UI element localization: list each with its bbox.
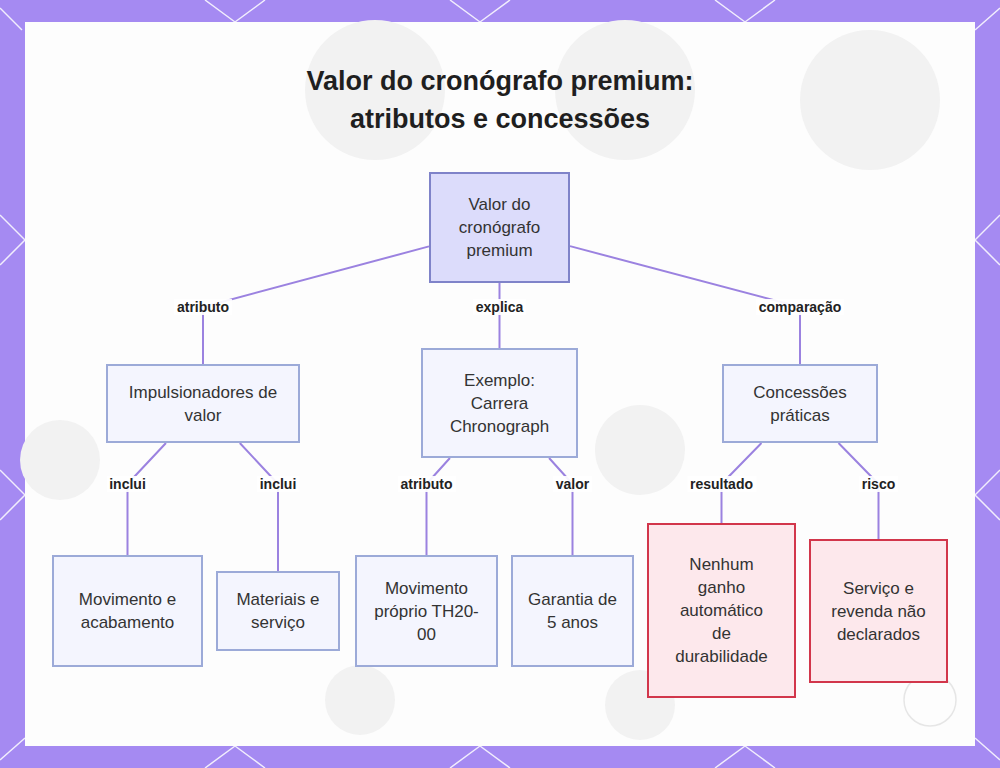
frame-line	[0, 495, 25, 520]
frame-line	[450, 746, 480, 768]
diagram-title: Valor do cronógrafo premium: atributos e…	[280, 62, 720, 138]
edge-label: inclui	[257, 476, 300, 492]
edge-label: risco	[859, 476, 898, 492]
node-text: Nenhum ganho automático de durabilidade	[673, 553, 770, 668]
concept-box: Movimento próprio TH20-00	[355, 555, 498, 667]
frame-line	[450, 0, 480, 22]
frame-line	[0, 215, 25, 240]
concept-box: Garantia de 5 anos	[511, 555, 634, 667]
node-text: Exemplo: Carrera Chronograph	[435, 369, 564, 438]
connector	[549, 458, 572, 555]
frame-line	[0, 470, 25, 495]
node-text: Materiais e serviço	[232, 588, 324, 634]
connector	[203, 246, 429, 364]
frame-line	[715, 746, 745, 768]
node-text: Impulsionadores de valor	[122, 381, 284, 427]
concept-box: Impulsionadores de valor	[106, 364, 300, 443]
frame-line	[0, 8, 22, 30]
frame-line	[0, 738, 25, 760]
frame-line	[975, 738, 1000, 760]
connector	[499, 283, 501, 348]
frame-line	[235, 746, 265, 768]
node-text: Concessões práticas	[738, 381, 862, 427]
faded-background	[20, 20, 940, 740]
edge-label: resultado	[687, 476, 756, 492]
frame-line	[205, 746, 235, 768]
content-panel	[25, 22, 975, 746]
edge-label: atributo	[174, 299, 232, 315]
node-text: Serviço e revenda não declarados	[829, 577, 928, 646]
edge-label: inclui	[106, 476, 149, 492]
node-text: Movimento e acabamento	[76, 588, 179, 634]
edge-label: atributo	[397, 476, 455, 492]
frame-line	[480, 0, 510, 22]
faded-shape	[595, 405, 685, 495]
node-text: Movimento próprio TH20-00	[373, 577, 480, 646]
frame-line	[235, 0, 265, 22]
edge-label: valor	[553, 476, 592, 492]
concept-box: Exemplo: Carrera Chronograph	[421, 348, 578, 458]
frame-line	[975, 470, 1000, 495]
concept-box: Serviço e revenda não declarados	[809, 539, 948, 683]
concept-box: Movimento e acabamento	[52, 555, 203, 667]
node-text: Valor do cronógrafo premium	[445, 193, 554, 262]
faded-shape	[20, 420, 100, 500]
connector	[128, 443, 166, 555]
connector	[240, 443, 278, 571]
connector	[427, 458, 450, 555]
concept-box: Nenhum ganho automático de durabilidade	[647, 523, 796, 698]
edge-label: comparação	[756, 299, 844, 315]
frame-line	[745, 0, 775, 22]
faded-shape	[325, 665, 395, 735]
frame-line	[0, 240, 25, 265]
concept-box: Concessões práticas	[722, 364, 878, 443]
edge-label: explica	[473, 299, 526, 315]
concept-box: Valor do cronógrafo premium	[429, 172, 570, 283]
frame-line	[480, 746, 510, 768]
frame-line	[975, 215, 1000, 240]
frame-line	[975, 8, 1000, 30]
frame-line	[975, 495, 1000, 520]
frame-line	[745, 746, 775, 768]
concept-box: Materiais e serviço	[216, 571, 340, 651]
faded-shape	[800, 30, 940, 170]
frame-line	[975, 240, 1000, 265]
node-text: Garantia de 5 anos	[525, 588, 620, 634]
frame-line	[205, 0, 235, 22]
frame-line	[715, 0, 745, 22]
